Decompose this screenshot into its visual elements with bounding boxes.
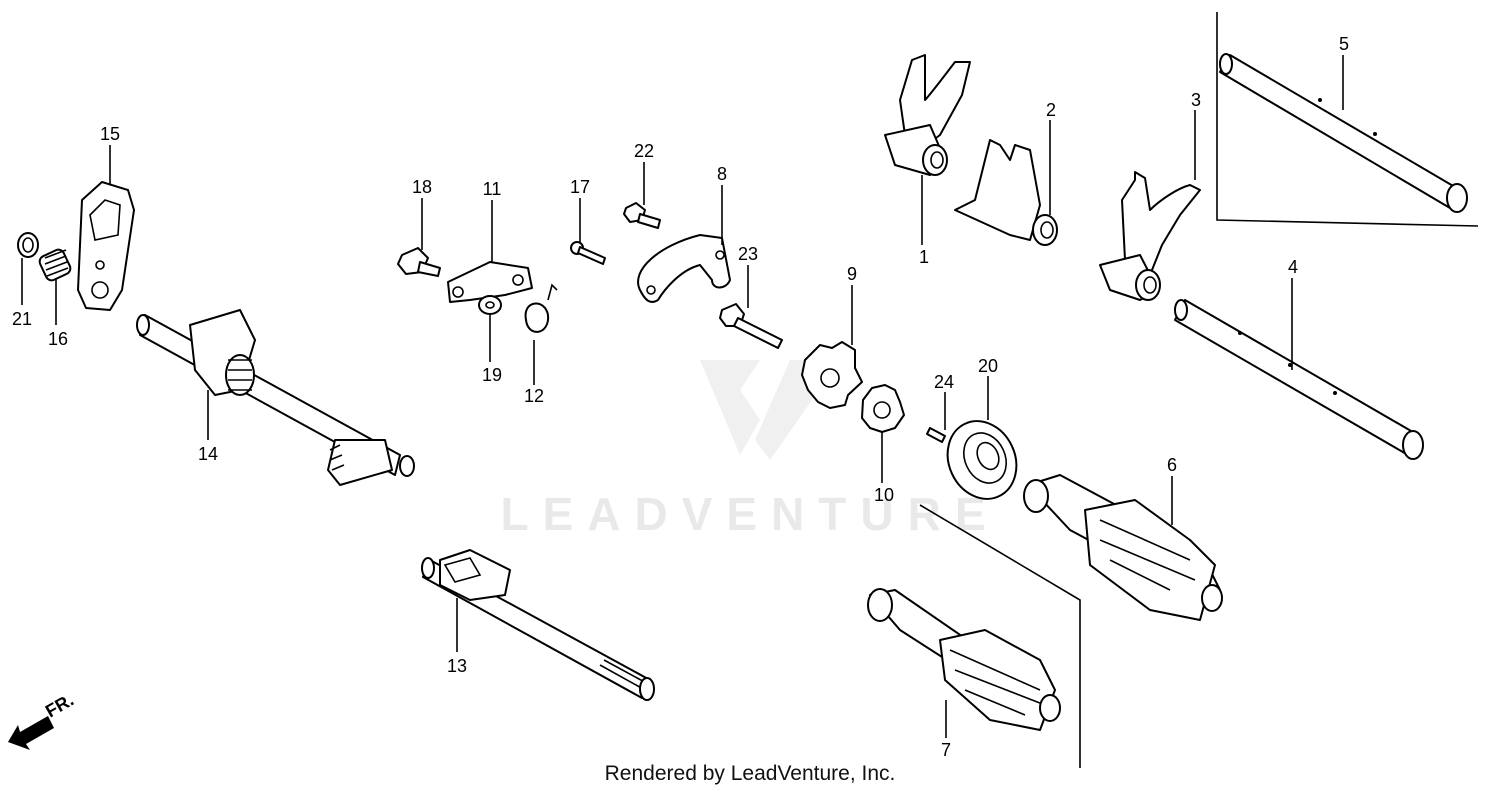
callout-6[interactable]: 6 xyxy=(1167,455,1177,475)
part-3-shift-fork[interactable] xyxy=(1099,171,1201,301)
part-16-spring[interactable] xyxy=(38,248,73,283)
callout-7[interactable]: 7 xyxy=(941,740,951,760)
callout-1[interactable]: 1 xyxy=(919,247,929,267)
callout-23[interactable]: 23 xyxy=(738,244,758,264)
callout-4[interactable]: 4 xyxy=(1288,257,1298,277)
part-9-shift-drum-center[interactable] xyxy=(801,341,863,409)
part-10-shift-drum-center[interactable] xyxy=(861,384,905,433)
watermark-text: LEADVENTURE xyxy=(500,488,999,540)
part-5-fork-shaft[interactable] xyxy=(1219,53,1468,213)
callout-10[interactable]: 10 xyxy=(874,485,894,505)
part-15-plate[interactable] xyxy=(77,181,135,311)
callout-9[interactable]: 9 xyxy=(847,264,857,284)
callout-22[interactable]: 22 xyxy=(634,141,654,161)
part-12-return-spring[interactable] xyxy=(524,283,558,333)
front-direction-arrow: FR. xyxy=(8,690,77,750)
part-13-gearshift-spindle[interactable] xyxy=(421,549,655,701)
part-8-guide-plate[interactable] xyxy=(637,234,731,303)
part-6-shift-drum[interactable] xyxy=(1023,474,1223,621)
part-23-bolt[interactable] xyxy=(719,303,783,349)
part-18-bolt[interactable] xyxy=(397,247,441,277)
callout-labels: 15 21 16 14 18 11 19 12 17 22 8 23 9 10 … xyxy=(12,34,1349,760)
callout-15[interactable]: 15 xyxy=(100,124,120,144)
part-11-stopper-arm[interactable] xyxy=(447,261,533,303)
callout-18[interactable]: 18 xyxy=(412,177,432,197)
part-22-bolt[interactable] xyxy=(623,202,661,229)
part-19-washer[interactable] xyxy=(478,295,502,315)
callout-14[interactable]: 14 xyxy=(198,444,218,464)
footer-credit: Rendered by LeadVenture, Inc. xyxy=(605,762,896,785)
watermark: LEADVENTURE xyxy=(500,360,999,540)
part-24-dowel-pin[interactable] xyxy=(926,427,946,443)
callout-2[interactable]: 2 xyxy=(1046,100,1056,120)
callout-12[interactable]: 12 xyxy=(524,386,544,406)
callout-19[interactable]: 19 xyxy=(482,365,502,385)
callout-24[interactable]: 24 xyxy=(934,372,954,392)
part-20-bearing[interactable] xyxy=(935,410,1029,510)
leader-lines xyxy=(21,55,1344,738)
callout-3[interactable]: 3 xyxy=(1191,90,1201,110)
part-7-shift-drum[interactable] xyxy=(867,588,1061,731)
callout-11[interactable]: 11 xyxy=(483,179,502,199)
part-14-shift-spindle[interactable] xyxy=(136,309,415,486)
part-21-clip[interactable] xyxy=(17,232,39,258)
part-17-bolt[interactable] xyxy=(570,241,606,265)
group-frame-lines xyxy=(919,12,1479,768)
part-2-shift-fork[interactable] xyxy=(954,139,1058,246)
callout-21[interactable]: 21 xyxy=(12,309,32,329)
callout-16[interactable]: 16 xyxy=(48,329,68,349)
callout-8[interactable]: 8 xyxy=(717,164,727,184)
part-4-fork-shaft[interactable] xyxy=(1174,299,1424,460)
callout-13[interactable]: 13 xyxy=(447,656,467,676)
callout-17[interactable]: 17 xyxy=(570,177,590,197)
callout-5[interactable]: 5 xyxy=(1339,34,1349,54)
callout-20[interactable]: 20 xyxy=(978,356,998,376)
part-1-shift-fork[interactable] xyxy=(884,54,971,176)
